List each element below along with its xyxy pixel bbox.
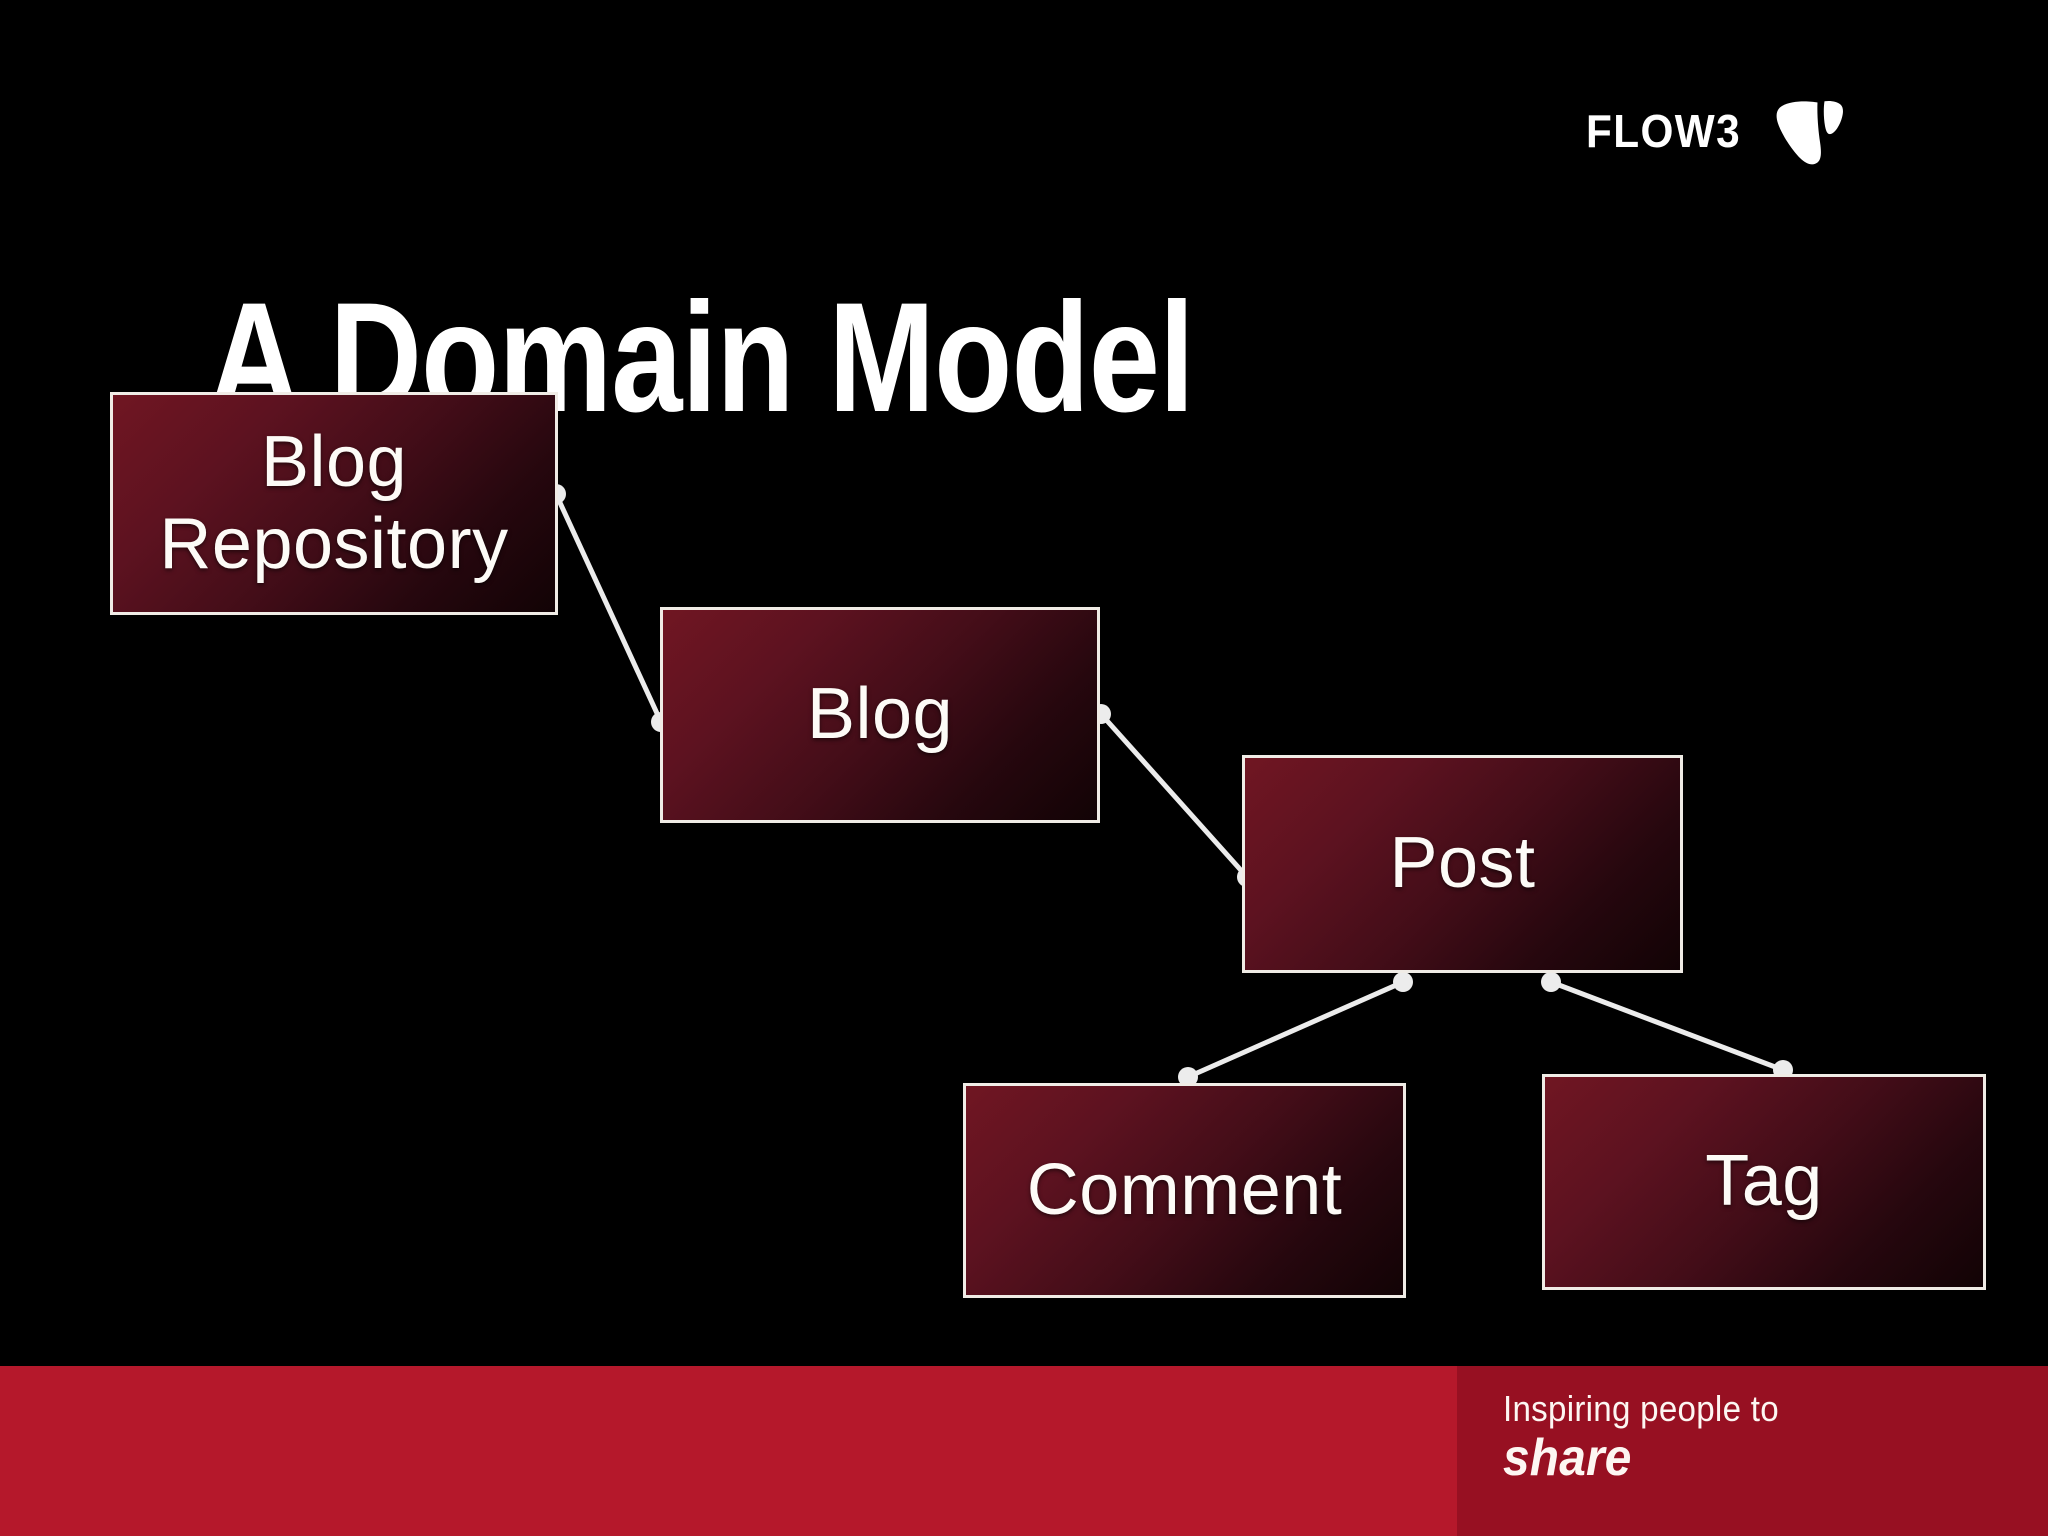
node-label-post: Post: [1389, 823, 1536, 904]
node-tag[interactable]: Tag: [1542, 1074, 1986, 1290]
typo3-flame-icon: [1770, 92, 1844, 170]
node-comment[interactable]: Comment: [963, 1083, 1406, 1298]
footer-tagline: Inspiring people to share: [1503, 1388, 1803, 1488]
footer-tagline-line1: Inspiring people to: [1503, 1388, 1779, 1429]
node-blog[interactable]: Blog: [660, 607, 1100, 823]
node-label-blog-repository: Blog Repository: [159, 422, 509, 584]
node-label-comment: Comment: [1026, 1149, 1343, 1230]
edge-blog-to-post: [1099, 712, 1249, 879]
node-blog-repository[interactable]: Blog Repository: [110, 392, 558, 615]
footer-tagline-panel: [1457, 1366, 2048, 1536]
node-label-tag: Tag: [1705, 1141, 1823, 1222]
footer-tagline-line2: share: [1503, 1429, 1632, 1488]
edge-post-to-tag: [1550, 979, 1784, 1073]
flow3-wordmark: FLOW3: [1586, 105, 1742, 157]
node-post[interactable]: Post: [1242, 755, 1683, 973]
footer-bar: Inspiring people to share: [0, 1366, 2048, 1536]
edge-post-to-comment: [1186, 979, 1405, 1080]
edge-endpoint-post: [1541, 972, 1561, 992]
node-label-blog: Blog: [806, 674, 954, 755]
flow3-logo: FLOW3: [1586, 92, 1844, 170]
edge-endpoint-post: [1393, 972, 1413, 992]
edge-blog-repository-to-blog: [553, 492, 664, 724]
